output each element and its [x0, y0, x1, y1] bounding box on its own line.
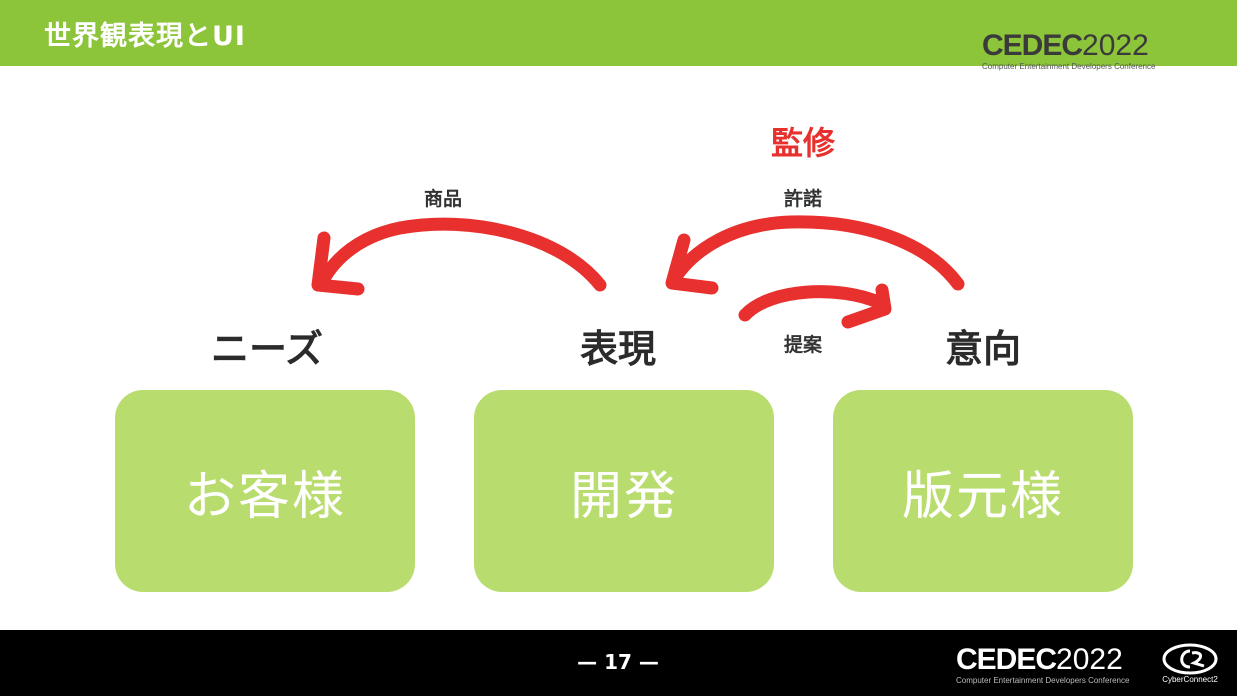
footer-cedec-logo-word: CEDEC2022 — [956, 644, 1129, 676]
footer-bar — [0, 630, 1237, 696]
supervision-label: 監修 — [770, 124, 836, 162]
product-label: 商品 — [423, 188, 463, 210]
footer-cedec-logo-text: CEDEC — [956, 643, 1057, 676]
cedec-logo-text: CEDEC — [982, 29, 1083, 62]
cyberconnect2-emblem-icon — [1162, 643, 1218, 675]
slide-title: 世界観表現とUI — [44, 21, 246, 52]
cedec-logo-year: 2022 — [1082, 29, 1149, 62]
cedec-logo-subtitle: Computer Entertainment Developers Confer… — [982, 62, 1156, 71]
proposal-label: 提案 — [783, 334, 823, 356]
permission-label: 許諾 — [783, 188, 823, 210]
cedec-logo: CEDEC2022 Computer Entertainment Develop… — [982, 30, 1182, 80]
development-box-text: 開発 — [569, 466, 678, 527]
proposal-arrowhead — [841, 283, 892, 329]
cyberconnect2-logo: CyberConnect2 — [1150, 642, 1230, 692]
permission-arrowhead — [665, 233, 719, 295]
product-arrow — [315, 217, 607, 292]
publisher-box-text: 版元様 — [901, 466, 1064, 527]
expression-label: 表現 — [579, 327, 657, 371]
cyberconnect2-logo-text: CyberConnect2 — [1162, 675, 1218, 684]
intent-label: 意向 — [944, 327, 1022, 371]
header-bar: 世界観表現とUI — [0, 0, 1237, 66]
needs-label: ニーズ — [210, 327, 324, 371]
footer-cedec-logo-year: 2022 — [1056, 643, 1123, 676]
proposal-arrow — [738, 285, 887, 322]
footer-cedec-logo-subtitle: Computer Entertainment Developers Confer… — [956, 676, 1130, 685]
customer-box-text: お客様 — [183, 466, 346, 527]
footer-cedec-logo: CEDEC2022 Computer Entertainment Develop… — [956, 644, 1129, 686]
development-box: 開発 — [474, 390, 774, 592]
page-number: — 17 — — [577, 650, 659, 674]
product-arrowhead — [311, 231, 365, 296]
cedec-logo-word: CEDEC2022 — [982, 30, 1182, 62]
permission-arrow — [668, 215, 965, 291]
customer-box: お客様 — [115, 390, 415, 592]
publisher-box: 版元様 — [833, 390, 1133, 592]
